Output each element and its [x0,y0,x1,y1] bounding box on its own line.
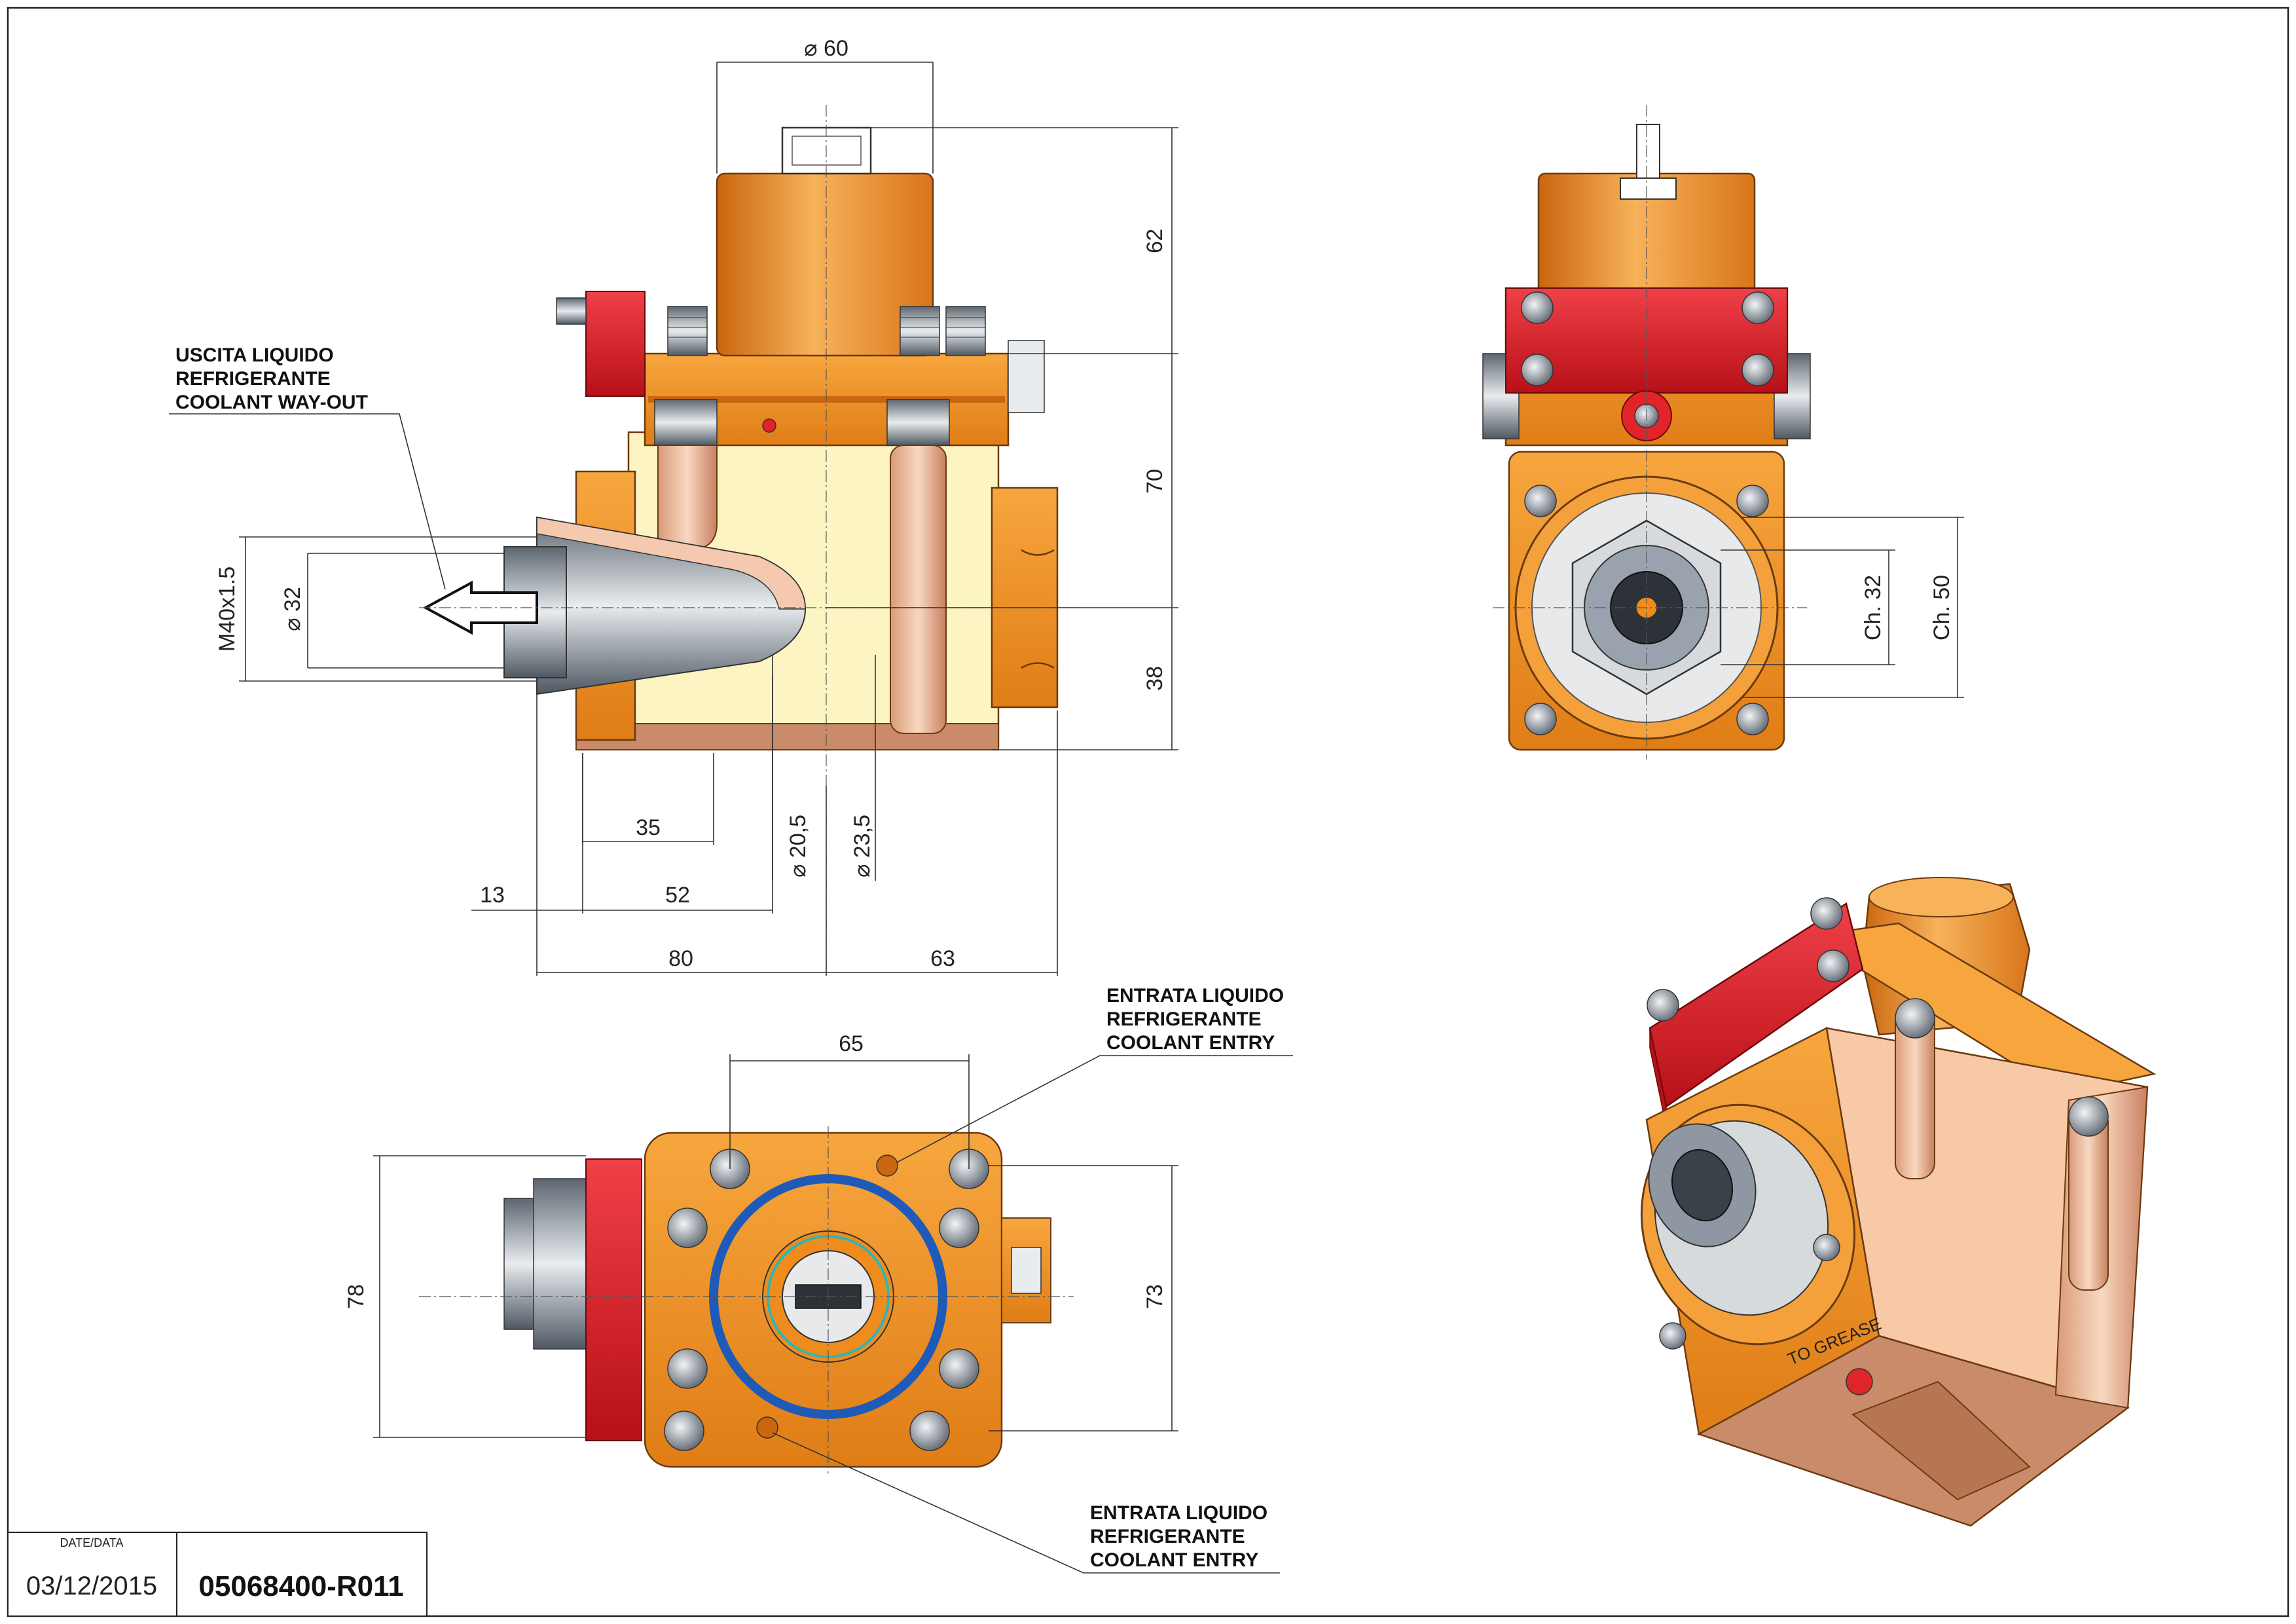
bottom-left-stack-steel2 [533,1178,593,1350]
title-block: DATE/DATA 03/12/2015 05068400-R011 [7,1532,428,1617]
iso-top-cylinder-cap [1868,877,2014,917]
coolant-entry-bottom-line3: COOLANT ENTRY [1090,1549,1258,1571]
front-collet-section-hatch [536,517,806,610]
dim-w35: 35 [636,815,661,840]
bottom-coolant-port-top [876,1154,898,1177]
dim-h38: 38 [1142,666,1167,691]
iso-grease-port [1846,1368,1873,1395]
dim-h73: 73 [1142,1284,1167,1309]
iso-vertical-screws [1895,998,2109,1291]
dim-w13: 13 [480,883,505,908]
coolant-entry-top-line3: COOLANT ENTRY [1106,1032,1275,1054]
bottom-right-tab-inner [1011,1247,1042,1294]
iso-collet-bore [1671,1149,1734,1222]
dim-h78: 78 [344,1284,369,1309]
iso-face-bolts [1659,1234,1840,1350]
front-red-screw [556,297,587,325]
bottom-dimension-lines [373,1054,1178,1438]
front-ring-left [654,399,718,446]
side-shaft-key [1620,177,1677,200]
coolant-entry-bottom-leader [772,1432,1280,1574]
front-coolant-port-dot [762,418,776,433]
side-bracket-bolts [1521,291,1774,386]
dim-h70: 70 [1142,469,1167,494]
dim-w80: 80 [668,946,693,971]
front-ring-right [886,399,950,446]
title-block-date-label: DATE/DATA [60,1536,123,1549]
iso-top-flange [1804,922,2157,1095]
title-block-date-value: 03/12/2015 [26,1572,157,1600]
iso-bottom-recess [1851,1380,2031,1501]
iso-bracket-bolts [1647,897,1850,1022]
side-dimension-lines [1721,517,1964,698]
dim-h62: 62 [1142,229,1167,253]
coolant-outlet-note-line2: REFRIGERANTE [175,368,331,390]
dim-ch50: Ch. 50 [1929,575,1954,640]
front-view: ⌀ 60 62 70 38 M40x1.5 ⌀ 32 35 52 13 80 6… [169,36,1178,976]
dim-m40: M40x1.5 [215,566,240,652]
bottom-view: 65 78 73 ENTRATA LIQUIDO REFRIGERANTE CO… [344,985,1293,1574]
title-block-part-number: 05068400-R011 [198,1570,403,1602]
dim-d20-5: ⌀ 20,5 [786,815,811,877]
front-cap-screws [667,306,986,356]
side-view: Ch. 32 Ch. 50 [1482,105,1964,760]
coolant-entry-top-line2: REFRIGERANTE [1106,1008,1262,1030]
title-block-frame [7,1532,428,1617]
dim-d23-5: ⌀ 23,5 [850,815,875,877]
coolant-entry-top-line1: ENTRATA LIQUIDO [1106,985,1284,1006]
coolant-entry-bottom-line2: REFRIGERANTE [1090,1526,1245,1547]
front-copper-tube-right [890,445,947,734]
dim-w65: 65 [839,1031,864,1056]
dim-d60: ⌀ 60 [804,36,848,61]
coolant-outlet-note-line3: COOLANT WAY-OUT [175,392,368,413]
sheet-border [7,7,2289,1617]
front-dimension-lines [239,62,1178,976]
coolant-outlet-leader [169,413,446,590]
dim-ch32: Ch. 32 [1861,575,1886,640]
dim-w63: 63 [930,946,955,971]
coolant-entry-bottom-line1: ENTRATA LIQUIDO [1090,1502,1267,1524]
bottom-red-bracket [585,1158,642,1441]
front-right-block [991,487,1059,709]
coolant-outlet-note-line1: USCITA LIQUIDO [175,344,334,366]
bottom-coolant-port-bottom [756,1416,778,1439]
front-right-tab [1008,340,1045,413]
coolant-entry-top-leader [896,1055,1293,1163]
front-copper-tube-left [657,445,718,551]
front-right-block-slots [1021,549,1055,669]
dim-w52: 52 [665,883,690,908]
iso-view: TO GREASE [1640,877,2157,1527]
side-shaft [1636,124,1660,184]
side-face-bolts [1524,485,1769,735]
front-red-bracket [585,291,646,397]
dim-d32: ⌀ 32 [280,587,305,631]
